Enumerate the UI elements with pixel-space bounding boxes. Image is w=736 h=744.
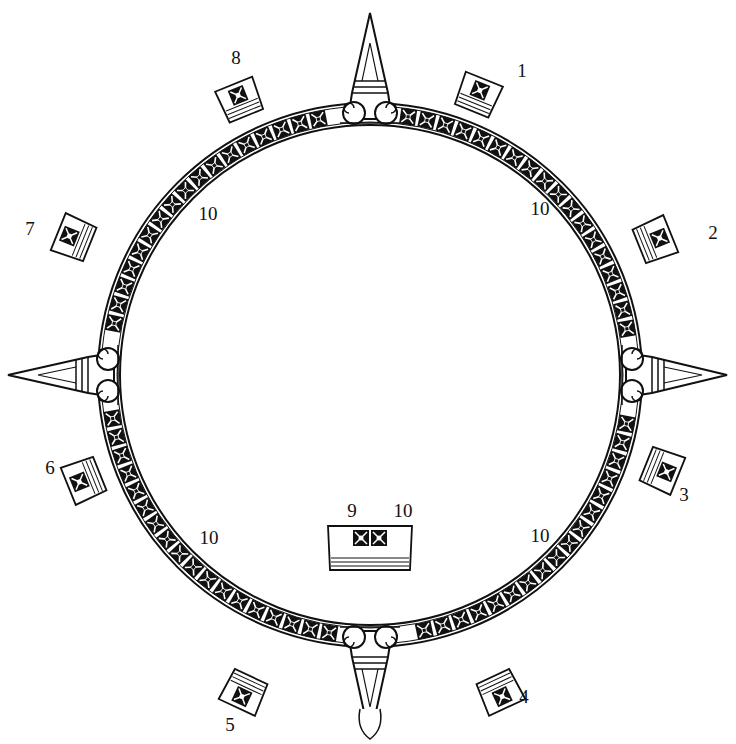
band-square [433,616,453,636]
ring-fragment [328,526,412,570]
callout-number: 10 [198,527,221,548]
band-square [435,115,455,135]
band-square [107,428,126,447]
band-square [517,572,539,594]
band-square [600,263,621,284]
band-square [149,208,171,230]
ring-outline [98,103,642,647]
band-square [453,121,474,142]
band-square [451,609,472,630]
band-square [320,624,338,642]
band-square [145,513,167,535]
band-square [617,415,636,434]
band-square [139,224,161,246]
band-square [253,126,274,147]
band-square [236,134,258,156]
band-square [229,590,251,612]
ornament-spike [8,345,119,405]
ornament-spike [340,626,400,739]
ring-outline [117,122,623,628]
ring-fragment [215,77,265,124]
ornament-spike [340,13,400,124]
ring-fragment [475,668,526,716]
callout-number: 1 [515,60,529,81]
band-square [417,111,436,130]
band-square [531,559,554,582]
band-square [118,463,139,484]
band-square [282,614,302,634]
callout-number: 9 [345,500,359,521]
band-square [105,314,124,333]
band-square [607,282,627,302]
ornament-spike [621,345,727,405]
band-square [592,246,614,268]
ring-outline [120,125,620,625]
ring-fragment [632,215,679,265]
band-square [606,451,626,471]
ring-outline [101,106,639,644]
band-square [103,409,121,427]
band-square [519,158,541,180]
band-square [618,319,637,338]
band-square [570,517,592,539]
band-square [129,241,151,263]
callout-number: 10 [392,500,415,521]
band-square [309,110,328,129]
band-square [487,137,509,159]
callout-number: 10 [529,525,552,546]
band-square [415,621,434,640]
callout-number: 5 [223,714,237,735]
band-square [503,147,525,169]
callout-number: 2 [706,222,720,243]
band-square [470,128,491,149]
band-square [582,229,604,251]
ring-fragment [219,668,270,716]
band-square [134,497,156,519]
ring [8,13,727,739]
band-square [485,593,507,615]
callout-number: 6 [43,457,57,478]
band-square [290,114,310,134]
band-square [271,119,291,139]
band-square [591,485,613,507]
band-square [203,154,225,176]
band-square [219,144,241,166]
ring-fragment [453,72,503,119]
band-square [301,619,320,638]
band-square [599,468,620,489]
ring-fragment [61,455,108,505]
band-square [264,607,285,628]
ring-fragment [51,213,98,263]
band-square [572,213,594,235]
band-square [468,602,489,623]
band-square [112,446,132,466]
callout-number: 7 [23,218,37,239]
callout-number: 8 [229,47,243,68]
band-square [114,276,134,296]
callout-number: 10 [197,203,220,224]
band-square [501,583,523,605]
ring-fragment [639,445,686,495]
band-square [246,599,267,620]
band-square [121,258,142,279]
callout-number: 3 [677,484,691,505]
callout-number: 4 [517,686,531,707]
callout-number: 10 [529,198,552,219]
band-square [613,300,632,319]
band-square [581,502,603,524]
band-square [188,166,211,189]
band-square [560,197,583,220]
band-square [212,580,234,602]
band-square [125,480,146,501]
band-square [399,108,417,126]
band-square [156,528,179,551]
band-square [612,433,632,453]
band-square [109,295,129,315]
